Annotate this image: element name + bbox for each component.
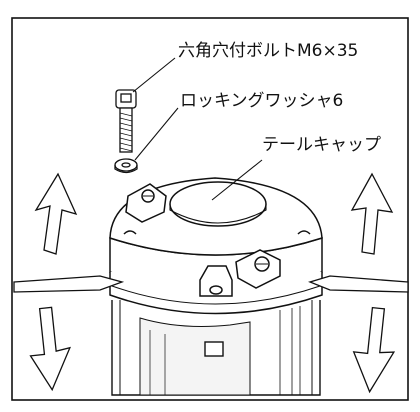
screwdriver-left [13,275,125,293]
down-arrow-right [352,306,396,394]
down-arrow-left [29,306,71,392]
locking-washer [114,158,138,174]
label-tail-cap: テールキャップ [262,135,381,155]
label-washer: ロッキングワッシャ6 [180,91,343,111]
label-bolt: 六角穴付ボルトM6×35 [178,41,358,61]
screwdriver-right [308,275,409,293]
body-cylinder [111,300,321,396]
up-arrow-right [350,172,394,255]
figure-border [11,17,409,401]
leader-lines [132,57,263,201]
up-arrow-left [34,172,78,255]
tail-cap [109,177,323,315]
bolt-m6 [115,89,137,153]
